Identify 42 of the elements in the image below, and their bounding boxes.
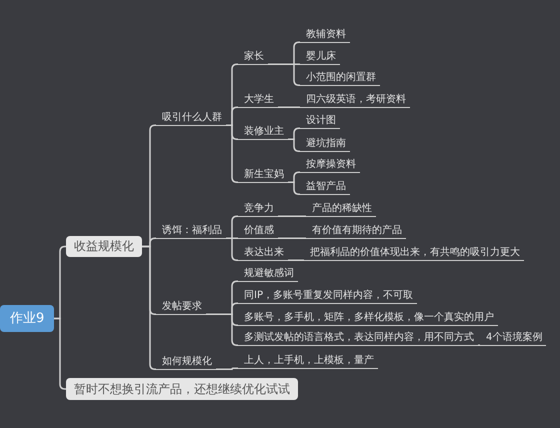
topic-label: 规避敏感词 [238,266,298,282]
topic-box: 收益规模化 [66,236,142,257]
topic-label: 如何规模化 [156,354,216,370]
topic-label: 多测试发帖的语言格式，表达同样内容，用不同方式 [238,330,478,346]
topic-label: 按摩操资料 [300,157,360,173]
topic-label: 同IP，多账号重复发同样内容，不可取 [238,288,417,304]
connector-line [278,106,300,108]
topic-label: 新生宝妈 [238,167,288,183]
topic-label: 发帖要求 [156,299,206,315]
topic-label: 教辅资料 [300,27,350,43]
connector-line [288,260,304,261]
connector-line [216,368,238,370]
topic-label: 吸引什么人群 [156,110,226,126]
topic-box: 暂时不想换引流产品，还想继续优化试试 [66,378,298,400]
connector-line [268,64,300,86]
topic-label: 婴儿床 [300,49,340,65]
topic-label: 避坑指南 [300,136,350,152]
topic-label: 装修业主 [238,124,288,140]
topic-label: 四六级英语，考研资料 [300,92,410,108]
connector-line [206,314,238,346]
topic-label: 设计图 [300,113,340,129]
connector-line [478,344,480,346]
topic-label: 大学生 [238,92,278,108]
topic-label: 产品的稀缺性 [306,201,376,217]
topic-label: 上人，上手机，上模板，量产 [238,353,378,369]
topic-label: 有价值有期待的产品 [306,223,406,239]
topic-label: 4个语境案例 [480,330,546,346]
topic-label: 竞争力 [238,201,278,217]
topic-label: 价值感 [238,223,278,239]
topic-label: 小范围的闲置群 [300,70,380,86]
topic-label: 把福利品的价值体现出来，有共鸣的吸引力更大 [304,245,524,261]
connector-line [288,138,300,152]
connector-line [278,216,306,217]
topic-label: 家长 [238,49,268,65]
topic-label: 诱饵：福利品 [156,223,226,239]
connector-line [226,238,238,261]
topic-label: 多账号，多手机，矩阵，多样化模板，像一个真实的用户 [238,310,498,326]
connector-line [288,182,300,195]
connector-line [278,238,306,239]
topic-label: 益智产品 [300,179,350,195]
topic-label: 表达出来 [238,245,288,261]
central-topic: 作业9 [0,305,54,332]
